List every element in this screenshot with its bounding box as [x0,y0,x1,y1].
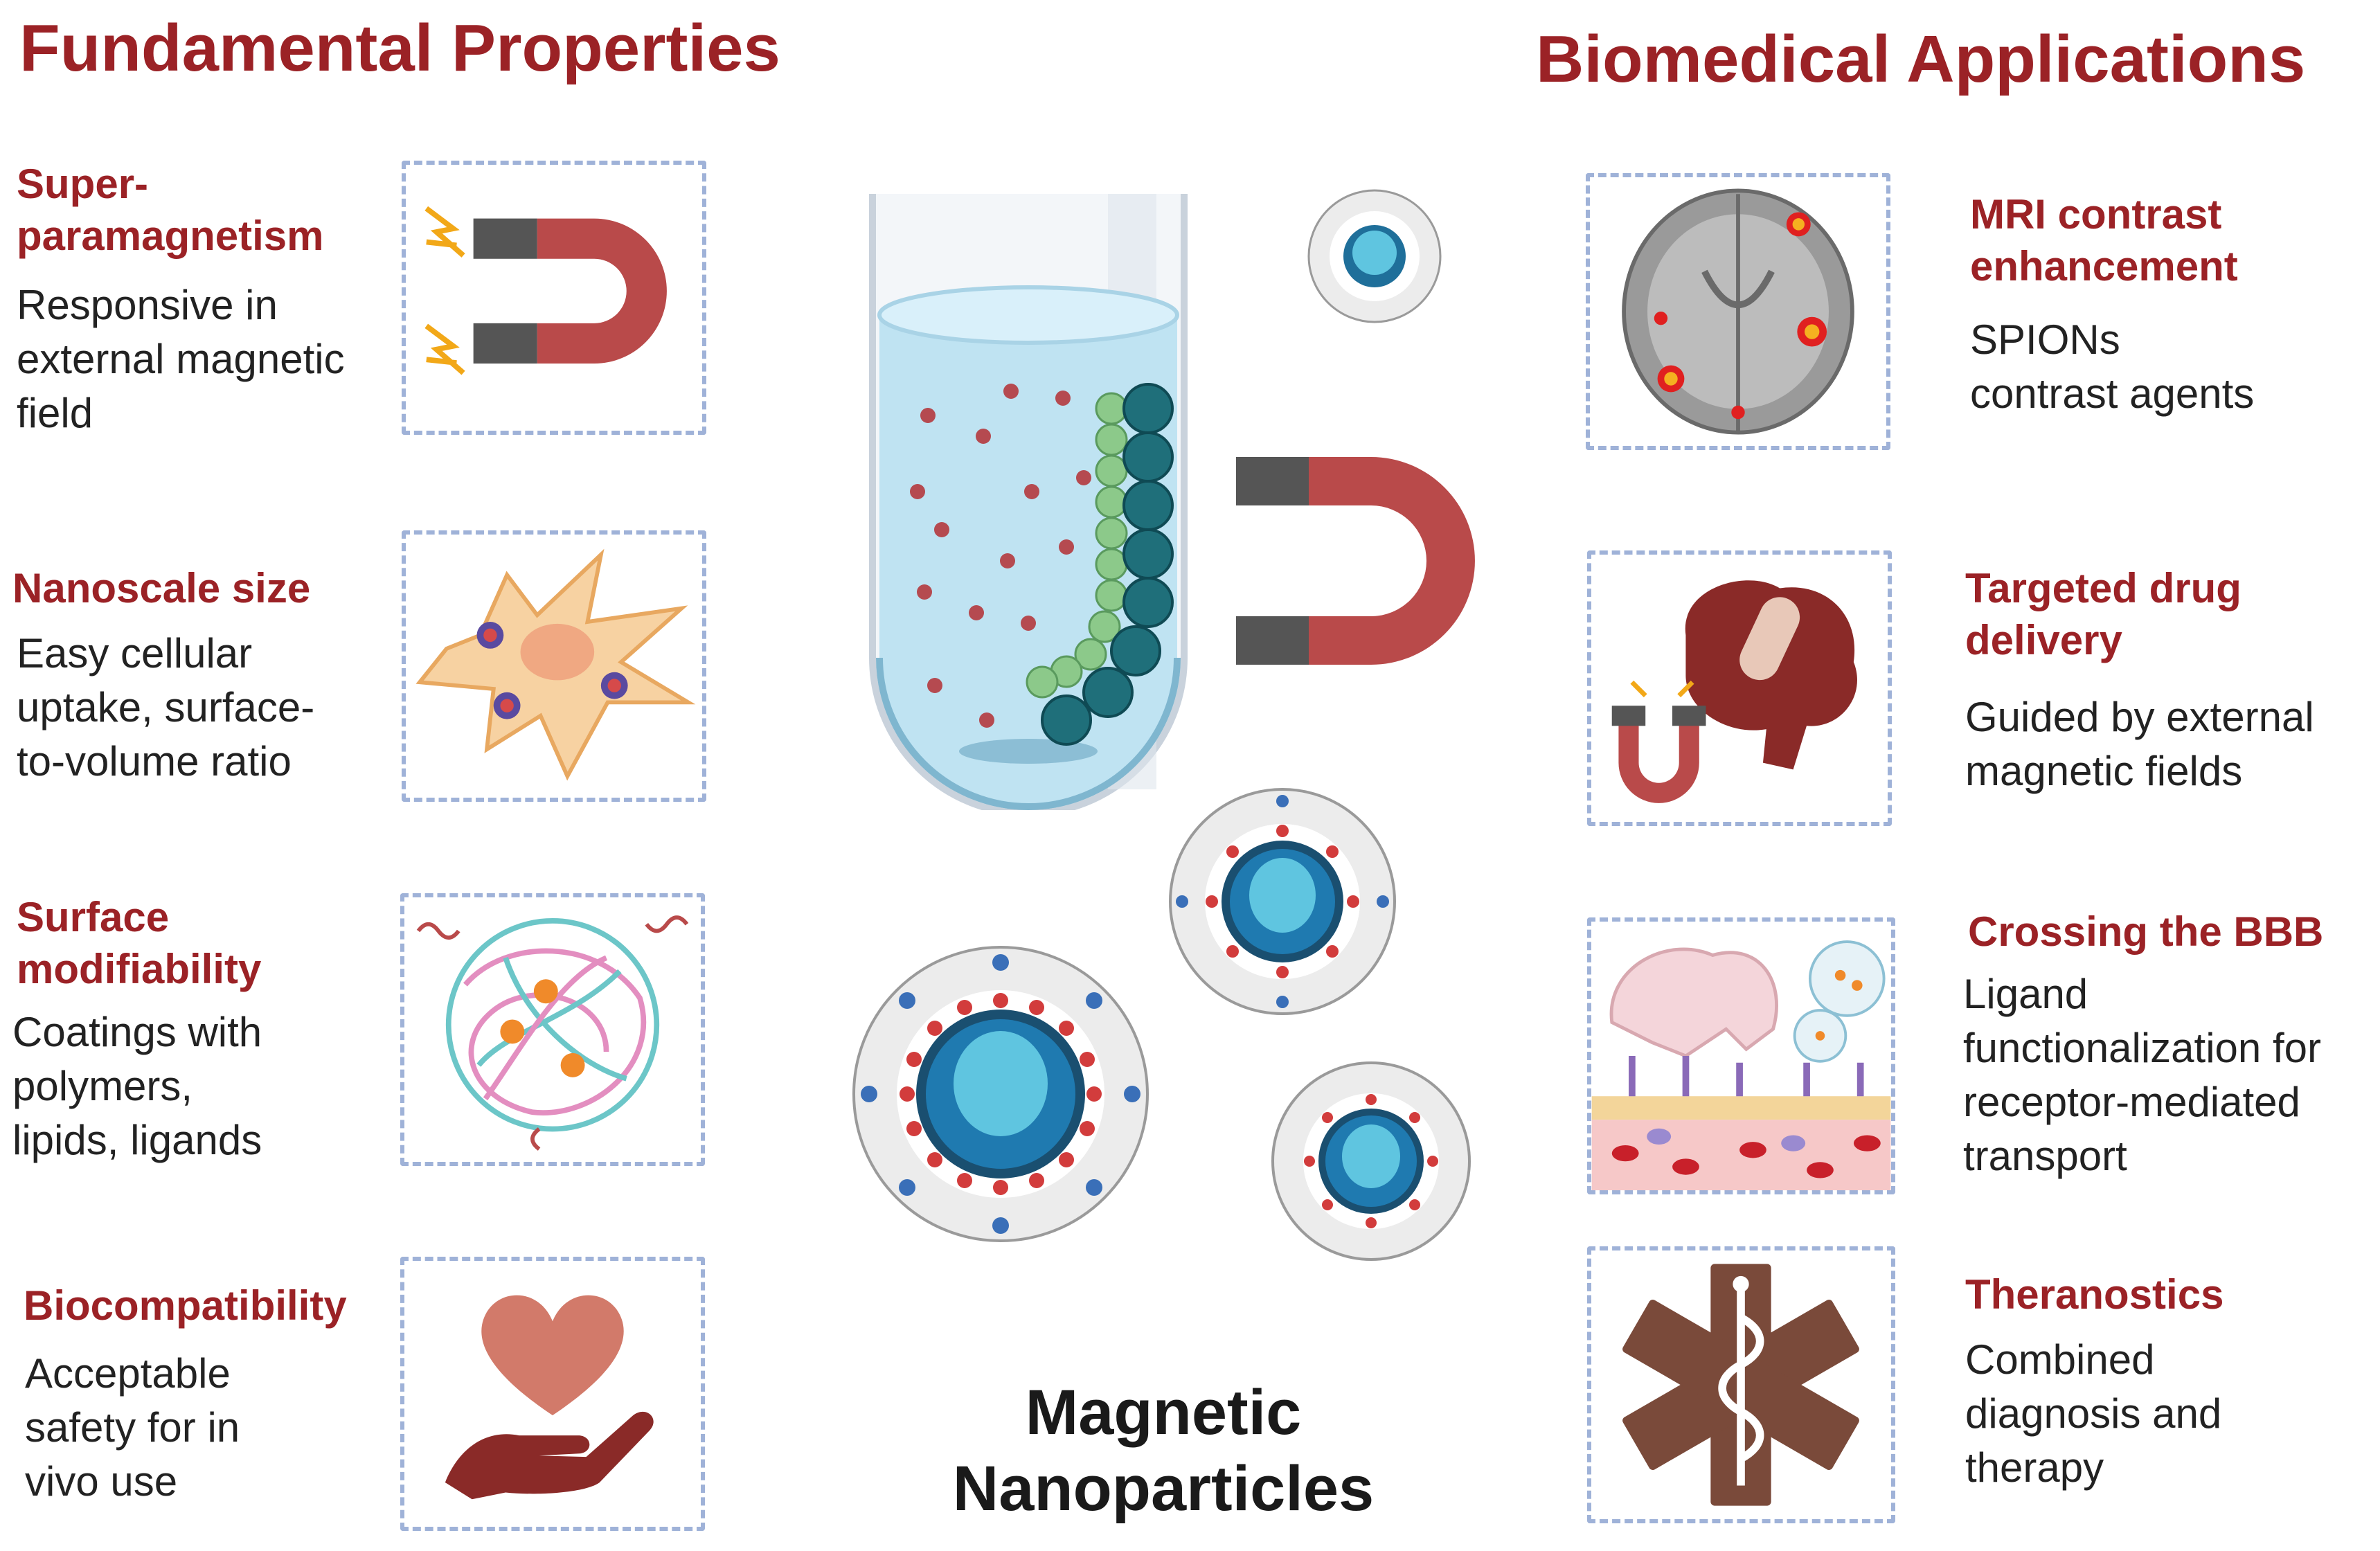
desc-line: Acceptable [25,1350,231,1397]
title-line: Surface [17,894,170,940]
title-line: enhancement [1970,243,2238,289]
cell-icon [415,548,696,781]
heart-hand-icon [445,1295,654,1500]
title-line: Magnetic [1025,1377,1302,1448]
cell-icon-box [402,530,706,802]
desc-line: Easy cellular [17,630,253,676]
title-line: modifiability [17,946,262,992]
brain-mri-icon-box [1586,173,1890,450]
property-title-superparamagnetism: Super- paramagnetism [17,158,324,262]
desc-line: to-volume ratio [17,738,292,785]
title-line: Theranostics [1965,1271,2224,1318]
nanoparticle-medium-icon [1169,788,1396,1015]
property-title-nanoscale-size: Nanoscale size [12,562,310,614]
property-title-surface-modifiability: Surface modifiability [17,891,261,995]
desc-line: field [17,390,93,436]
desc-line: safety for in [25,1404,240,1451]
property-desc-nanoscale-size: Easy cellular uptake, surface- to-volume… [17,627,314,789]
desc-line: Guided by external [1965,694,2314,740]
medical-star-icon-box [1587,1246,1895,1523]
application-desc-bbb: Ligand functionalization for receptor-me… [1963,967,2321,1183]
polymer-coil-icon-box [400,893,705,1166]
application-desc-mri: SPIONs contrast agents [1970,313,2254,421]
magnet-icon-box [402,161,706,435]
left-section-title: Fundamental Properties [19,11,780,85]
title-line: Crossing the BBB [1968,908,2324,955]
title-line: Targeted drug [1965,565,2242,611]
desc-line: lipids, ligands [12,1117,262,1163]
magnet-icon [424,206,667,375]
title-line: paramagnetism [17,213,324,259]
desc-line: vivo use [25,1458,178,1505]
desc-line: diagnosis and [1965,1390,2222,1437]
desc-line: polymers, [12,1063,193,1109]
desc-line: uptake, surface- [17,684,315,730]
medical-star-icon [1622,1264,1859,1506]
desc-line: magnetic fields [1965,748,2243,794]
property-desc-biocompatibility: Acceptable safety for in vivo use [25,1347,240,1509]
title-line: Nanoscale size [12,565,311,611]
application-title-mri: MRI contrast enhancement [1970,188,2238,292]
desc-line: Responsive in [17,282,278,328]
title-line: Biocompatibility [24,1282,347,1329]
desc-line: therapy [1965,1444,2104,1491]
magnet-icon [1236,457,1475,665]
nanoparticle-small-icon [1307,189,1442,323]
desc-line: external magnetic [17,336,345,382]
title-line: delivery [1965,617,2122,663]
title-line: Nanoparticles [952,1453,1375,1525]
desc-line: functionalization for [1963,1025,2321,1071]
desc-line: SPIONs [1970,316,2120,363]
brain-pill-magnet-icon-box [1587,550,1892,826]
nanoparticle-large-icon [852,946,1149,1242]
desc-line: Combined [1965,1336,2155,1383]
desc-line: receptor-mediated [1963,1079,2300,1125]
application-desc-drug-delivery: Guided by external magnetic fields [1965,690,2314,798]
test-tube-illustration [869,194,1188,810]
heart-hand-icon-box [400,1257,705,1531]
application-desc-theranostics: Combined diagnosis and therapy [1965,1333,2221,1495]
property-desc-surface-modifiability: Coatings with polymers, lipids, ligands [12,1005,262,1167]
brain-mri-icon [1622,188,1854,435]
center-title: Magnetic Nanoparticles [921,1374,1406,1527]
polymer-coil-icon [416,915,689,1151]
property-desc-superparamagnetism: Responsive in external magnetic field [17,278,345,440]
application-title-theranostics: Theranostics [1965,1268,2224,1320]
property-title-biocompatibility: Biocompatibility [24,1280,347,1332]
desc-line: transport [1963,1133,2127,1179]
blood-brain-barrier-icon [1591,940,1891,1190]
desc-line: Coatings with [12,1009,262,1055]
blood-brain-barrier-icon-box [1587,917,1895,1194]
nanoparticle-medium-icon [1271,1061,1471,1261]
application-title-bbb: Crossing the BBB [1968,906,2323,958]
desc-line: contrast agents [1970,370,2255,417]
title-line: Super- [17,161,149,207]
brain-pill-magnet-icon [1611,580,1857,803]
desc-line: Ligand [1963,971,2088,1017]
application-title-drug-delivery: Targeted drug delivery [1965,562,2242,666]
title-line: MRI contrast [1970,191,2222,237]
right-section-title: Biomedical Applications [1536,22,2306,96]
